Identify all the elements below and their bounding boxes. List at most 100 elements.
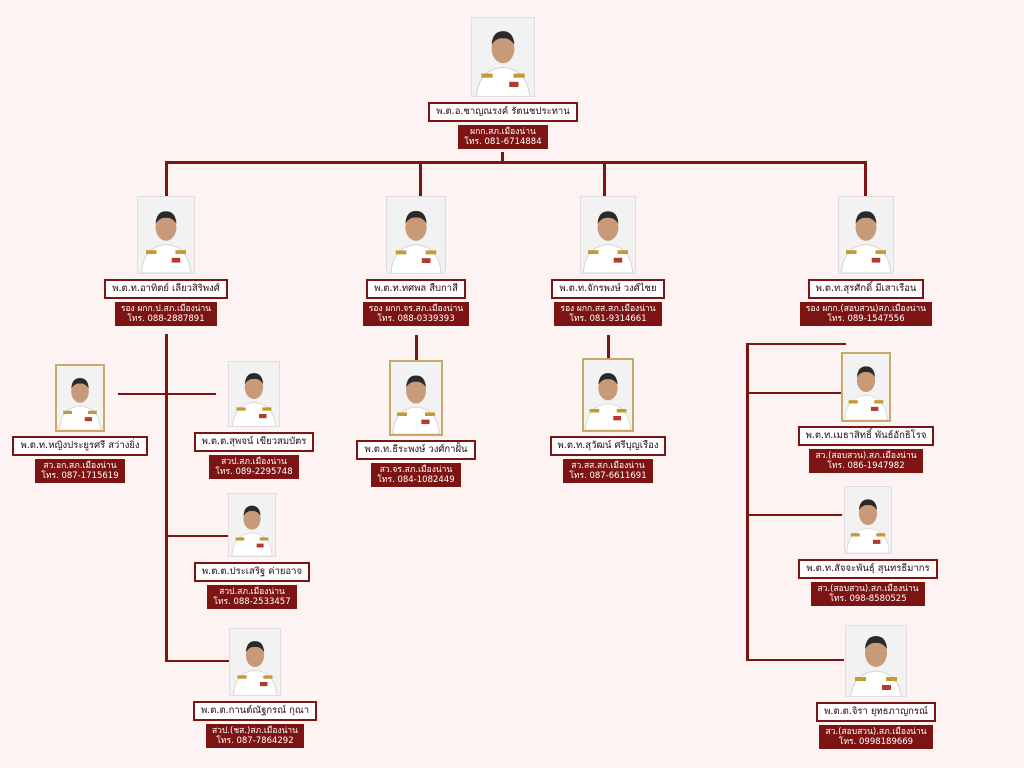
person-phone: โทร. 087-6611691 <box>569 471 647 481</box>
face-shape <box>406 378 426 404</box>
face-shape <box>865 639 887 667</box>
connector-line <box>746 343 749 661</box>
person-position: สว.(สอบสวน).สภ.เมืองน่าน <box>825 727 927 737</box>
epaulette-left <box>481 73 493 78</box>
connector-line <box>864 161 867 196</box>
connector-line <box>165 161 168 196</box>
medal-ribbon <box>872 539 881 544</box>
epaulette-right <box>617 250 628 254</box>
person-photo <box>584 360 632 430</box>
person-info: สว.(สอบสวน).สภ.เมืองน่าน โทร. 0998189669 <box>819 725 933 749</box>
person-name: พ.ต.ท.เมธาสิทธิ์ พันธ์อักธิโรจ <box>797 426 935 446</box>
hair-shape <box>491 31 515 45</box>
person-name: พ.ต.ท.สุรศักดิ์ มีเสาเรือน <box>807 279 925 299</box>
portrait-placeholder <box>230 629 280 695</box>
person-phone: โทร. 087-1715619 <box>41 471 119 481</box>
medal-ribbon <box>259 414 267 419</box>
person-card: พ.ต.ต.สุพจน์ เขียวสมบัตร สวป.สภ.เมืองน่า… <box>154 362 354 479</box>
epaulette-right <box>425 250 437 255</box>
person-name: พ.ต.ท.สุวัฒน์ ศรีบุญเรือง <box>549 436 667 456</box>
person-position: สวป.สภ.เมืองน่าน <box>221 457 287 467</box>
person-phone: โทร. 088-2533457 <box>213 597 291 607</box>
connector-line <box>746 659 844 661</box>
person-position: รอง ผกก.สส.สภ.เมืองน่าน <box>560 304 656 314</box>
medal-ribbon <box>260 682 268 687</box>
person-info: สวป.(ชส.)สภ.เมืองน่าน โทร. 087-7864292 <box>205 724 304 748</box>
hair-shape <box>71 378 89 389</box>
person-name: พ.ต.ต.ประเสริฐ ค่ายอาจ <box>193 562 311 582</box>
person-position: รอง ผกก.ป.สภ.เมืองน่าน <box>120 304 212 314</box>
connector-line <box>415 335 418 361</box>
person-card: พ.ต.อ.ชาญณรงค์ รัตนชประทาน ผกก.สภ.เมืองน… <box>403 18 603 149</box>
portrait-placeholder <box>387 197 445 273</box>
connector-line <box>746 343 846 345</box>
person-position: สว.(สอบสวน).สภ.เมืองน่าน <box>815 451 917 461</box>
epaulette-left <box>855 677 866 681</box>
person-phone: โทร. 0998189669 <box>838 737 914 747</box>
connector-line <box>501 152 504 163</box>
person-name: พ.ต.ต.สุพจน์ เขียวสมบัตร <box>193 432 315 452</box>
epaulette-left <box>63 410 72 414</box>
face-shape <box>155 214 177 241</box>
face-shape <box>858 501 878 525</box>
person-info: สวป.สภ.เมืองน่าน โทร. 089-2295748 <box>209 455 299 479</box>
epaulette-right <box>616 409 627 413</box>
epaulette-right <box>874 400 884 404</box>
person-card: พ.ต.ท.สุรศักดิ์ มีเสาเรือน รอง ผกก.(สอบส… <box>766 197 966 326</box>
portrait-placeholder <box>229 362 279 426</box>
person-position: สว.(สอบสวน).สภ.เมืองน่าน <box>817 584 919 594</box>
person-card: พ.ต.ท.สุวัฒน์ ศรีบุญเรือง สว.สส.สภ.เมือง… <box>508 360 708 483</box>
epaulette-right <box>262 407 272 411</box>
person-card: พ.ต.ต.ประเสริฐ ค่ายอาจ สวป.สภ.เมืองน่าน … <box>152 494 352 609</box>
person-name: พ.ต.ท.จักรพงษ์ วงศ์ไชย <box>551 279 665 299</box>
person-position: สว.สส.สภ.เมืองน่าน <box>571 461 645 471</box>
person-name: พ.ต.ท.ธีระพงษ์ วงศ์กาฝั้น <box>356 440 476 460</box>
medal-ribbon <box>882 685 891 690</box>
person-info: ผกก.สภ.เมืองน่าน โทร. 081-6714884 <box>458 125 548 149</box>
portrait-placeholder <box>584 360 632 430</box>
epaulette-right <box>886 677 897 681</box>
epaulette-right <box>88 410 97 414</box>
person-info: สว.สส.สภ.เมืองน่าน โทร. 087-6611691 <box>563 459 653 483</box>
portrait-placeholder <box>839 197 893 273</box>
person-info: รอง ผกก.สส.สภ.เมืองน่าน โทร. 081-9314661 <box>554 302 662 326</box>
person-position: สวป.สภ.เมืองน่าน <box>219 587 285 597</box>
connector-line <box>607 335 610 361</box>
epaulette-left <box>237 675 247 679</box>
connector-line <box>419 161 422 196</box>
person-photo <box>229 362 279 426</box>
portrait-placeholder <box>391 362 441 434</box>
person-position: สว.จร.สภ.เมืองน่าน <box>379 465 453 475</box>
person-info: รอง ผกก.ป.สภ.เมืองน่าน โทร. 088-2887891 <box>114 302 218 326</box>
medal-ribbon <box>421 258 431 264</box>
medal-ribbon <box>613 257 623 263</box>
person-position: ผกก.สภ.เมืองน่าน <box>470 127 536 137</box>
person-info: สว.(สอบสวน).สภ.เมืองน่าน โทร. 086-194798… <box>809 449 923 473</box>
person-photo <box>229 494 275 556</box>
face-shape <box>71 380 89 403</box>
person-card: พ.ต.ต.จิรา ยุทธภาญกรณ์ สว.(สอบสวน).สภ.เม… <box>776 626 976 749</box>
person-card: พ.ต.ท.เมธาสิทธิ์ พันธ์อักธิโรจ สว.(สอบสว… <box>766 354 966 473</box>
medal-ribbon <box>84 417 92 422</box>
person-photo <box>843 354 889 420</box>
person-photo <box>839 197 893 273</box>
person-info: สวป.สภ.เมืองน่าน โทร. 088-2533457 <box>207 585 297 609</box>
person-info: สว.อก.สภ.เมืองน่าน โทร. 087-1715619 <box>35 459 125 483</box>
face-shape <box>405 213 427 241</box>
connector-line <box>746 514 842 516</box>
hair-shape <box>405 210 427 224</box>
person-photo <box>391 362 441 434</box>
person-phone: โทร. 086-1947982 <box>827 461 905 471</box>
person-card: พ.ต.ท.สัจจะพันธุ์ สุนทรธีมากร สว.(สอบสวน… <box>768 487 968 606</box>
epaulette-right <box>513 73 525 78</box>
person-photo <box>472 18 534 96</box>
hair-shape <box>598 373 618 385</box>
person-photo <box>57 366 103 430</box>
person-photo <box>581 197 635 273</box>
person-photo <box>387 197 445 273</box>
face-shape <box>243 507 261 530</box>
connector-line <box>603 161 606 196</box>
person-name: พ.ต.ต.กานต์ณัฐกรณ์ กุณา <box>192 701 318 721</box>
person-name: พ.ต.อ.ชาญณรงค์ รัตนชประทาน <box>428 102 578 122</box>
